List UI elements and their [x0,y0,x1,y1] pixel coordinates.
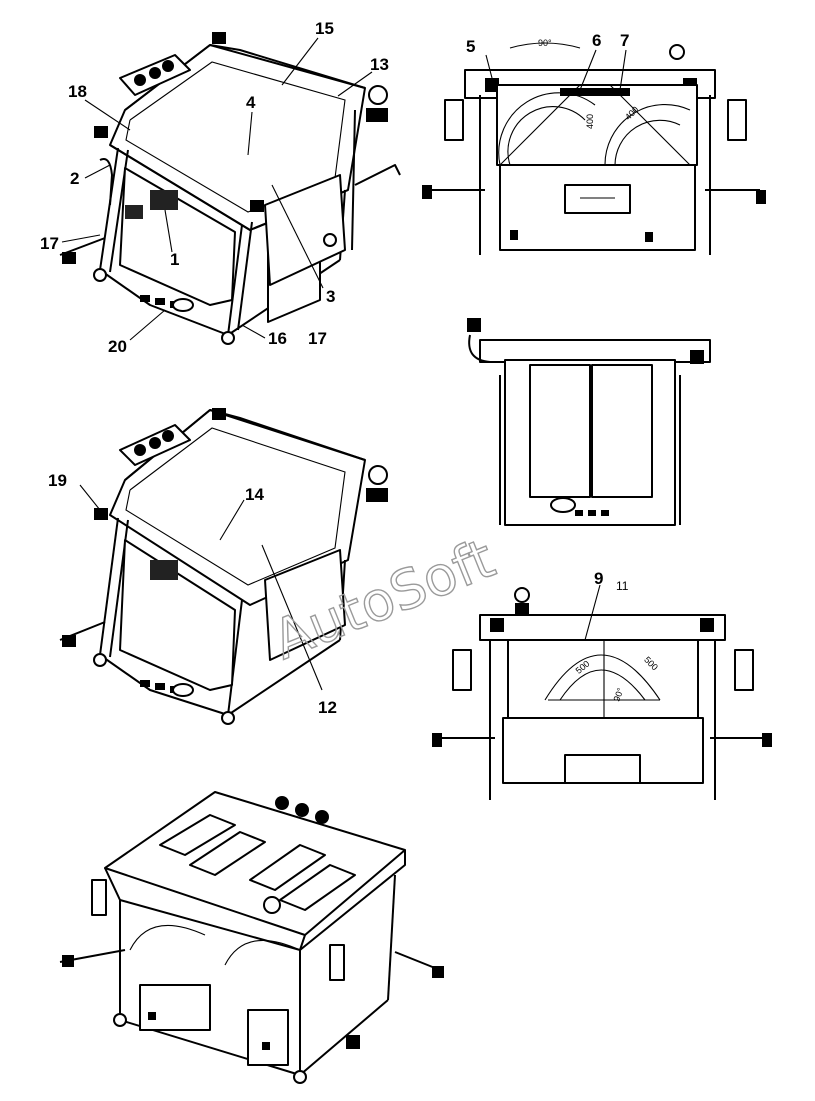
callout-18: 18 [68,82,87,101]
callout-14: 14 [245,485,264,504]
callout-17-bottom: 17 [308,329,327,348]
callout-15: 15 [315,19,334,38]
cab-front-view: 9 11 500 500 90° [432,569,772,800]
cab-isometric-view-top: 15 13 4 18 2 17 1 3 20 16 17 [40,19,401,356]
callout-20: 20 [108,337,127,356]
callout-3: 3 [326,287,335,306]
callout-11: 11 [616,579,629,593]
callout-4: 4 [246,93,256,112]
callout-12: 12 [318,698,337,717]
cab-side-view [467,318,711,526]
rear-left-dimension: 400 [585,114,595,129]
cab-isometric-view-bottom: 19 14 12 [48,408,388,725]
callout-13: 13 [370,55,389,74]
callout-5: 5 [466,37,475,56]
callout-19: 19 [48,471,67,490]
callout-6: 6 [592,31,601,50]
callout-9: 9 [594,569,603,588]
callout-7: 7 [620,31,629,50]
cab-roof-view [59,791,444,1084]
callout-16: 16 [268,329,287,348]
cab-rear-view: 5 6 7 90° 400 400 [422,31,766,255]
rear-angle-label: 90° [538,38,552,48]
callout-2: 2 [70,169,79,188]
front-angle-label: 90° [612,686,626,703]
callout-1: 1 [170,250,179,269]
callout-17-left: 17 [40,234,59,253]
